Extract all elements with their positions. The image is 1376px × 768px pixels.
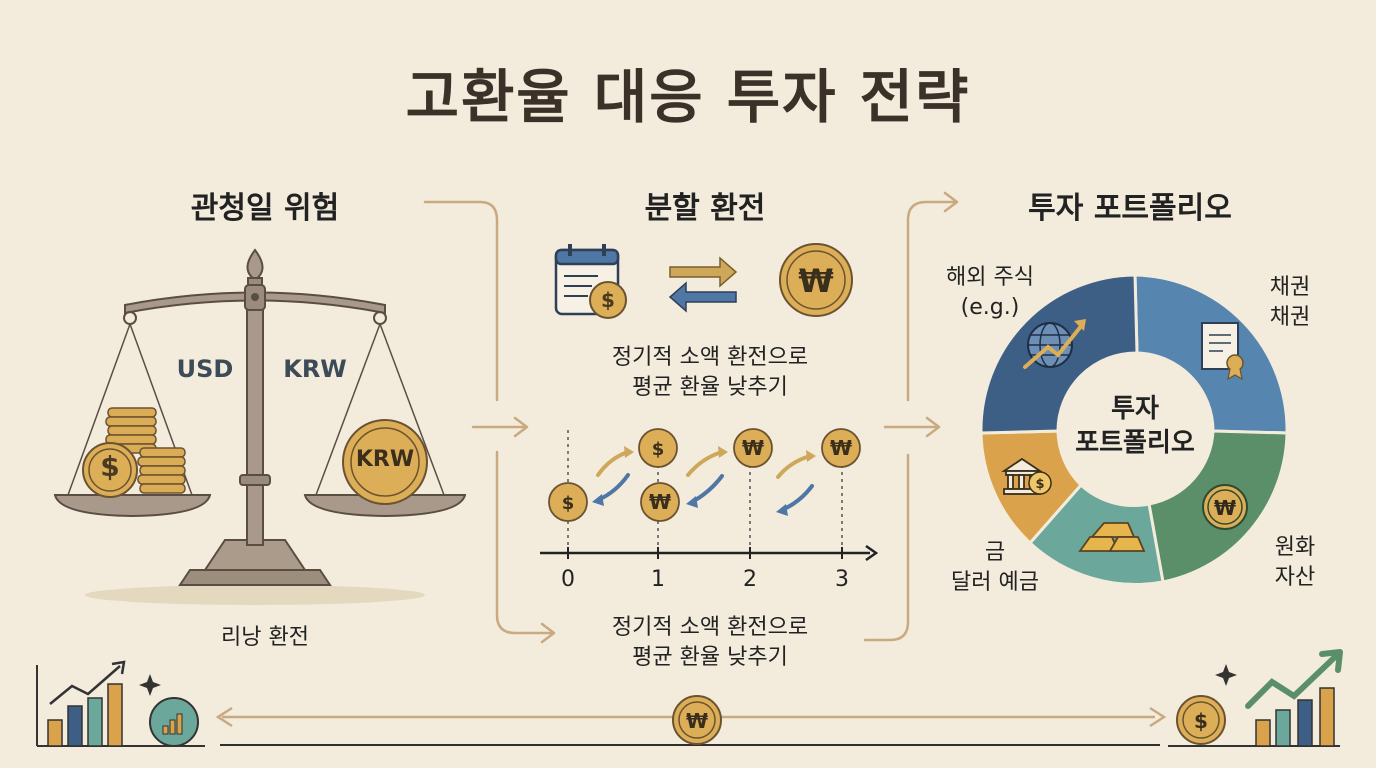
middle-desc-line2: 평균 환율 낮추기 [632,375,788,400]
middle-bottom-line1: 정기적 소액 환전으로 [611,615,809,640]
right-heading: 투자 포트폴리오 [1028,191,1232,226]
krw-coin-label: KRW [355,447,415,472]
left-heading: 관청일 위험 [190,191,340,226]
portfolio-donut: ₩ $ [979,273,1289,586]
page-title: 고환율 대응 투자 전략 [405,63,971,131]
svg-text:₩: ₩ [830,436,852,460]
svg-text:$: $ [652,439,665,460]
tick-label-0: 0 [561,567,575,592]
svg-text:₩: ₩ [742,436,764,460]
segment-overseas-sub: (e.g.) [960,295,1020,320]
balance-scale-icon [53,248,467,605]
segment-won-sub: 자산 [1274,565,1316,590]
segment-gold-label: 금 [984,540,1006,565]
donut-center-line2: 포트폴리오 [1075,428,1195,458]
svg-text:₩: ₩ [798,262,833,300]
tick-label-2: 2 [743,567,757,592]
svg-text:₩: ₩ [1214,496,1236,520]
svg-text:$: $ [1194,709,1208,733]
krw-label: KRW [283,355,347,383]
segment-gold-sub: 달러 예금 [951,570,1039,595]
tick-label-3: 3 [835,567,849,592]
middle-desc-line1: 정기적 소액 환전으로 [611,345,809,370]
svg-text:₩: ₩ [649,490,671,514]
tick-label-1: 1 [651,567,665,592]
exchange-timeline: $ $ ₩ ₩ ₩ [540,428,879,562]
left-caption: 리낭 환전 [221,625,309,650]
segment-won-label: 원화 [1274,535,1316,560]
bottom-decoration: ₩ $ [36,649,1343,747]
segment-bonds-label: 채권 [1269,275,1311,300]
svg-text:$: $ [1035,477,1044,492]
calendar-exchange-icon: $ ₩ [554,243,853,319]
middle-bottom-line2: 평균 환율 낮추기 [632,645,788,670]
dollar-coin-icon: $ [100,450,120,483]
usd-label: USD [176,355,234,383]
donut-center-line1: 투자 [1111,394,1159,424]
middle-heading: 분할 환전 [644,191,766,226]
segment-overseas-label: 해외 주식 [946,265,1034,290]
svg-text:$: $ [562,493,575,514]
segment-bonds-sub: 채권 [1269,305,1311,330]
svg-text:₩: ₩ [686,709,708,733]
svg-text:$: $ [601,288,615,312]
